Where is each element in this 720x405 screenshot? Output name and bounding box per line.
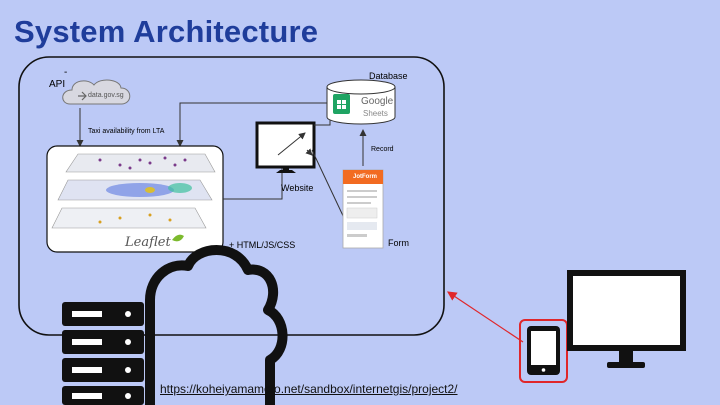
svg-text:Leaflet: Leaflet bbox=[124, 235, 171, 250]
sheets-label: Sheets bbox=[363, 109, 388, 118]
map-layer-heatmap bbox=[57, 179, 213, 201]
cloud-outline-icon bbox=[145, 245, 288, 405]
jotform-label: JotForm bbox=[353, 174, 377, 180]
form-label: Form bbox=[388, 238, 409, 248]
database-label: Database bbox=[369, 71, 408, 81]
website-monitor-icon bbox=[255, 121, 316, 173]
map-layer-base bbox=[51, 207, 207, 229]
data-source-label: data.gov.sg bbox=[88, 92, 124, 99]
leaflet-logo: Leaflet bbox=[124, 234, 184, 250]
taxi-feed-label: Taxi availability from LTA bbox=[88, 128, 165, 135]
tech-stack-label: + HTML/JS/CSS bbox=[229, 240, 296, 250]
project-url-link[interactable]: https://koheiyamamoto.net/sandbox/intern… bbox=[160, 382, 458, 396]
slide-title: System Architecture bbox=[14, 14, 319, 49]
google-label: Google bbox=[361, 96, 394, 107]
sheets-to-map-arrow bbox=[176, 102, 330, 147]
map-layer-top bbox=[65, 153, 216, 173]
api-marker: - bbox=[64, 67, 68, 78]
website-label: Website bbox=[281, 183, 314, 193]
desktop-monitor-icon bbox=[567, 270, 686, 368]
cloud-system-box bbox=[18, 56, 445, 336]
record-label: Record bbox=[371, 146, 394, 153]
api-cloud-icon bbox=[62, 79, 131, 105]
jotform-form-icon bbox=[342, 169, 384, 249]
api-label: API bbox=[49, 79, 66, 90]
google-sheets-database-icon bbox=[326, 79, 396, 125]
tablet-icon bbox=[527, 326, 560, 375]
map-to-website-line bbox=[223, 168, 283, 200]
client-to-system-arrow bbox=[447, 291, 524, 343]
server-rack-icon bbox=[62, 302, 144, 405]
website-to-form-line bbox=[311, 149, 346, 221]
